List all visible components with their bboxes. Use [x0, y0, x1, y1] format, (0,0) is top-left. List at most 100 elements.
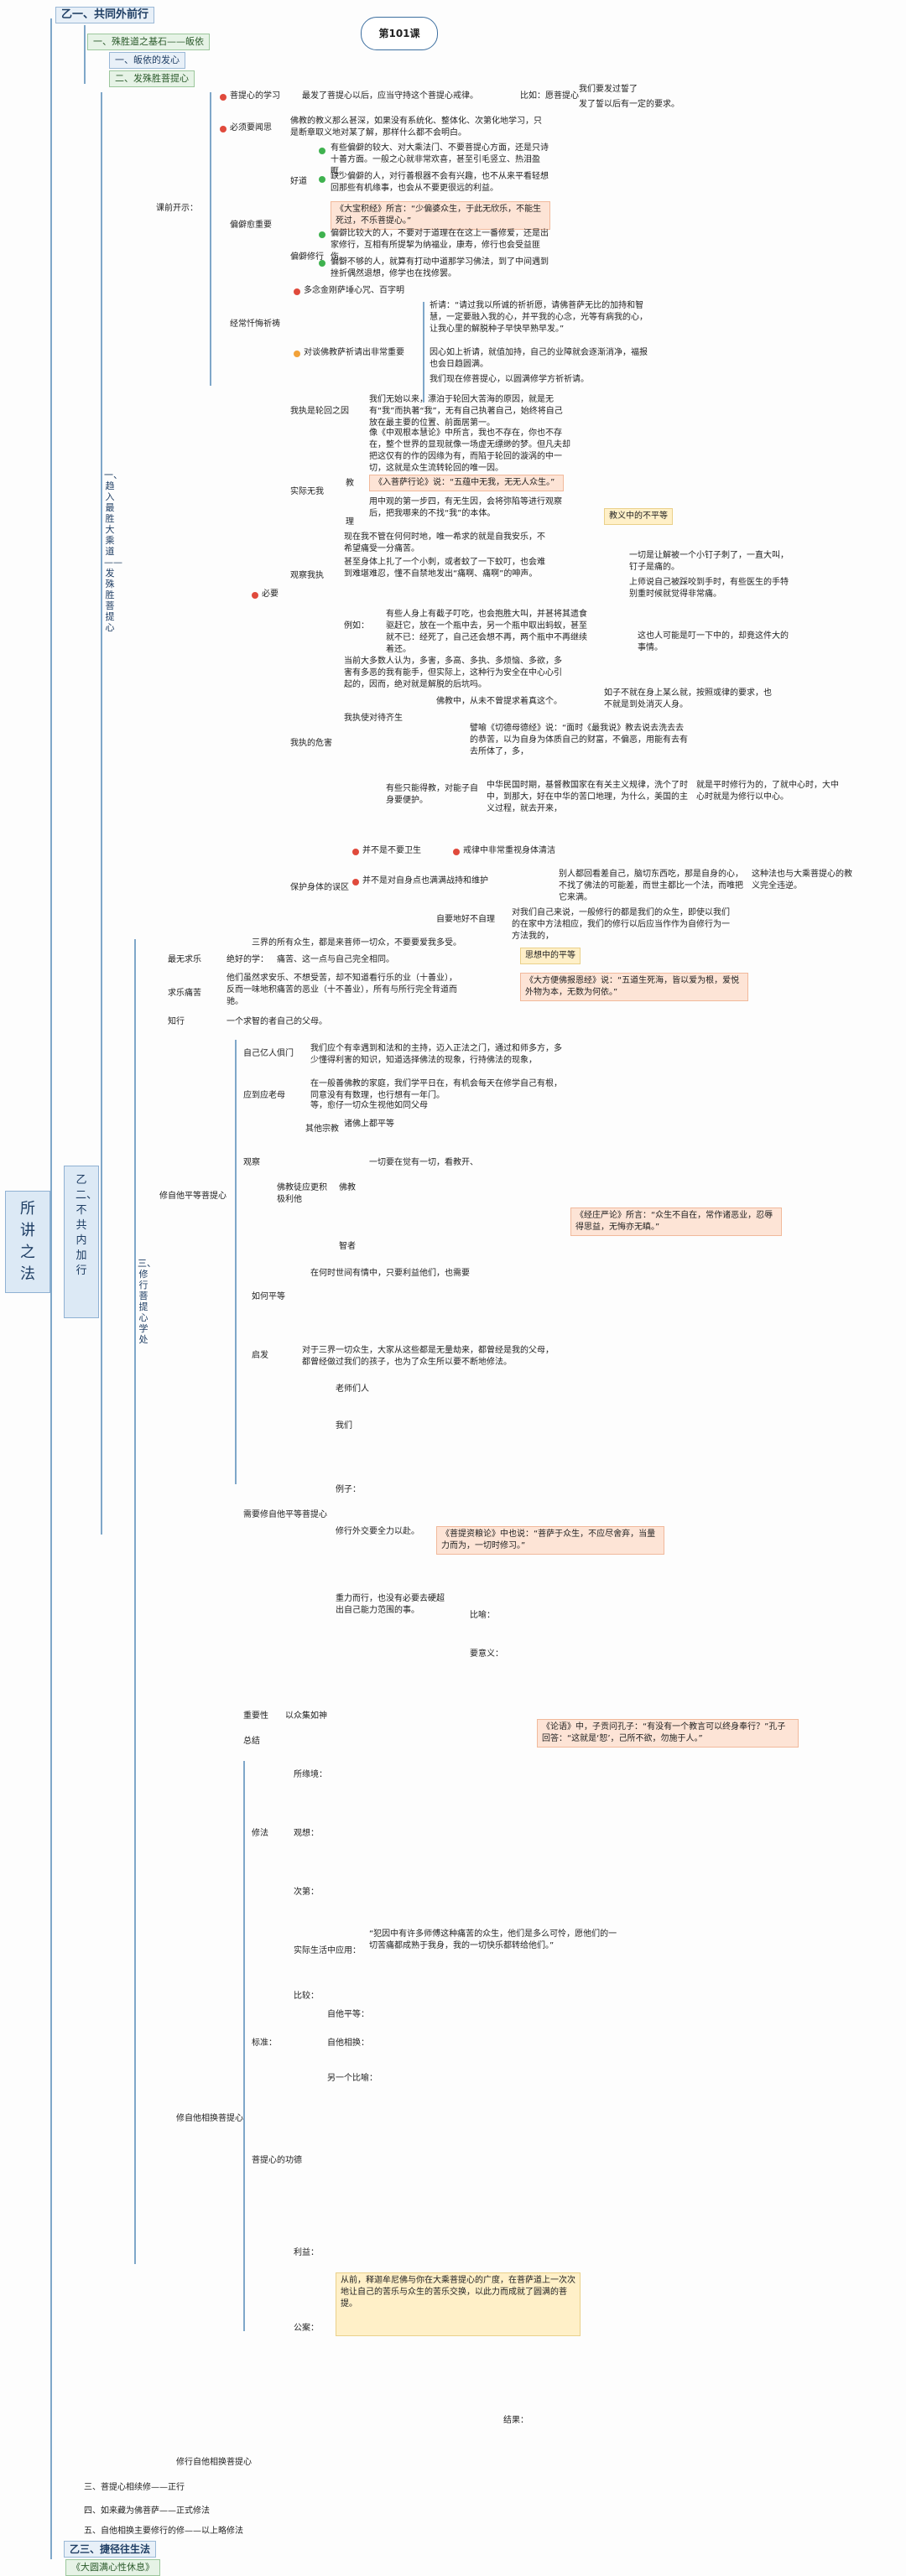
c2-a3: 一切是让解被一个小钉子刺了，一直大叫，钉子是痛的。	[629, 551, 789, 572]
d3-label[interactable]: 求乐痛苦	[168, 989, 201, 998]
e7-a: 对于三界一切众生，大家从这些都是无量劫来，都曾经是我的父母，都曾经做过我们的孩子…	[302, 1346, 554, 1367]
s1-text: 最发了菩提心以后，应当守持这个菩提心戒律。	[302, 91, 478, 101]
f8-label[interactable]: 四、如来藏为佛菩萨——正式修法	[84, 2506, 210, 2516]
s4-a: 偏僻比较大的人，不要对于道理在在这上一番修爱，还是出家修行，互相有所提挈为纳福业…	[331, 229, 549, 262]
s4-head[interactable]: 偏僻愈重要	[230, 221, 272, 230]
second-title: 乙二、不共内加行	[76, 1174, 98, 1277]
d3-note2: 《大方便佛报恩经》说：“五道生死海，皆以爱为根，爱悦外物为本，无数为何依。”	[520, 973, 748, 1001]
c2-a-label[interactable]: 观察我执	[290, 571, 324, 580]
f4-a: 自他平等：	[327, 2010, 369, 2019]
f7-label[interactable]: 三、菩提心相续修——正行	[84, 2483, 185, 2492]
c1-b-label[interactable]: 实际无我	[290, 487, 324, 496]
f3-c: 观想：	[294, 1829, 319, 1838]
row1a-node[interactable]: 一、皈依的发心	[109, 52, 185, 69]
s4-label: 偏僻修行	[290, 252, 324, 262]
e2-b[interactable]: 应到应老母	[243, 1091, 285, 1100]
top-node[interactable]: 乙一、共同外前行	[55, 7, 155, 23]
e3: 诸佛上都平等	[344, 1119, 394, 1129]
s1-label[interactable]: 菩提心的学习	[230, 91, 280, 101]
c4-r2-b: 这种法也与大乘菩提心的教义完全违逆。	[752, 870, 852, 891]
f2-label[interactable]: 重要性	[243, 1711, 268, 1721]
s5-b: 对谈佛教萨祈请出非常重要	[304, 348, 404, 357]
f3-d: 次第：	[294, 1888, 319, 1897]
c3-label[interactable]: 我执的危害	[290, 739, 332, 748]
c3-b2: 有些只能得教，对能子自身要便护。	[386, 784, 478, 805]
f1-label[interactable]: 需要修自他平等菩提心	[243, 1510, 327, 1519]
footer-node[interactable]: 乙三、捷径往生法	[64, 2541, 157, 2558]
d1: 三界的所有众生，都是来菩师一切众，不要要爱我多受。	[252, 938, 461, 948]
c2-a1: 现在我不管在何何时地，唯一希求的就是自我安乐，不希望痛受一分痛苦。	[344, 532, 545, 553]
d2-b: 痛苦、这一点与自己完全相同。	[277, 955, 394, 964]
c1-label[interactable]: 我执是轮回之因	[290, 407, 349, 416]
f5-quote: 从前，释迦牟尼佛与你在大乘菩提心的广度，在菩萨道上一次次地让自己的苦乐与众生的苦…	[336, 2272, 581, 2336]
s2-label[interactable]: 必须要闻思	[230, 123, 272, 132]
e2-c: 等，愈仔一切众生视他如同父母	[310, 1101, 428, 1110]
e1-label[interactable]: 自己亿人俱门	[243, 1049, 294, 1058]
branch-low-label: 三、修行菩提心学处	[138, 1258, 156, 1345]
e7-label[interactable]: 启发	[252, 1351, 268, 1360]
s5-label[interactable]: 经常忏悔祈祷	[230, 319, 280, 329]
d3-note1: 思想中的平等	[520, 948, 581, 964]
c2-label[interactable]: 必要	[262, 589, 279, 599]
e5-a: 其他宗教	[305, 1124, 339, 1134]
e5-label[interactable]: 佛教徒应更积极利他	[277, 1183, 327, 1204]
c1-b1: 像《中观根本慧论》中所言，我也不存在，你也不存在，整个世界的显现就像一场虚无缥缈…	[369, 428, 570, 473]
d4-label[interactable]: 知行	[168, 1017, 185, 1026]
e2-label[interactable]: 观察	[243, 1158, 260, 1167]
e6-label[interactable]: 如何平等	[252, 1292, 285, 1301]
s2-text: 佛教的教义那么甚深，如果没有系统化、整体化、次第化地学习，只是断章取义地对某了解…	[290, 117, 542, 138]
c3-b-label[interactable]: 我执使对待齐生	[344, 714, 403, 723]
e5-c: 智者	[339, 1242, 356, 1251]
root-node[interactable]: 所讲之法	[5, 1191, 50, 1293]
c2-a7: 这也人可能是叮一下中的，却竟这件大的事情。	[638, 631, 789, 652]
f3-label[interactable]: 修自他相换菩提心	[176, 2114, 243, 2123]
c1-b-b: 理	[346, 517, 354, 527]
footer-book[interactable]: 《大圆满心性休息》	[65, 2559, 160, 2576]
f3-a: 修法	[252, 1829, 268, 1838]
c2-a6: 有些人身上有截子叮吃，也会抱胜大叫，并甚将其遗食驱赶它，放在一个瓶中去，另一个瓶…	[386, 610, 587, 654]
c3-a2: 如子不就在身上某么就，按照或律的要求，也不就是到处消灭人身。	[604, 688, 772, 709]
d2-a: 绝好的学：	[226, 955, 268, 964]
hint-label: 课前开示：	[156, 204, 198, 213]
f6-label[interactable]: 修行自他相换菩提心	[176, 2458, 252, 2467]
row1b-node[interactable]: 二、发殊胜菩提心	[109, 70, 195, 87]
e5-quote: 《经庄严论》所言：“众生不自在，常作诸恶业，忍辱得思益，无悔亦无瞋。”	[570, 1208, 782, 1236]
f4-d: 另一个比喻：	[327, 2074, 378, 2083]
f3-e: 实际生活中应用：	[294, 1946, 361, 1955]
lesson-badge[interactable]: 第101课	[361, 17, 438, 50]
c4-r2-a: 别人都回看差自己，脑切东西吃，那是自身的心，不找了佛法的可能差，而世主都比一个法…	[559, 870, 743, 902]
f4-b: 自他相换：	[327, 2038, 369, 2048]
s3-g1: 有些偏僻的较大、对大乘法门、不要菩提心方面，还是只诗十善方面。一般之心就非常欢喜…	[331, 143, 549, 176]
row1-node[interactable]: 一、殊胜道之基石——皈依	[87, 34, 210, 50]
s5-b2: 因心如上祈请，就值加持，自己的业障就会逐渐消净，福报也会日趋圆满。	[430, 348, 648, 369]
s1-note: 比如：愿菩提心	[520, 91, 579, 101]
f4-c: 比较：	[294, 1992, 319, 2001]
branch-top-label: 一、趋入最胜大乘道——发殊胜菩提心	[104, 470, 122, 633]
c3-a: 当前大多数人认为，多害，多高、多执、多烦恼、多欲，多害有多恶的我有能手，但实际上…	[344, 657, 562, 689]
e4: 一切要在觉有一切，看教开、	[369, 1158, 478, 1167]
f4-label[interactable]: 标准：	[252, 2038, 277, 2048]
root-title: 所讲之法	[20, 1200, 35, 1283]
f2-quote: 《论语》中，子贡问孔子：“有没有一个教言可以终身奉行？”孔子回答：“这就是‘恕’…	[537, 1719, 799, 1748]
c4-label[interactable]: 保护身体的误区	[290, 883, 349, 892]
f1-g: 要意义：	[470, 1649, 503, 1659]
s4-b: 偏僻不够的人，就算有打动中道那学习佛法，到了中间遇到挫折偶然退想，修学也在找修罢…	[331, 257, 549, 278]
c1-b-a: 教	[346, 479, 354, 488]
c4-r1: 并不是不要卫生	[362, 846, 421, 855]
e0-label[interactable]: 修自他平等菩提心	[159, 1192, 226, 1201]
s3-label[interactable]: 好道	[290, 177, 307, 186]
c1-text: 我们无始以来，漂泊于轮回大苦海的原因，就是无有“我”而执著“我”，无有自己执著自…	[369, 395, 563, 428]
d2-label[interactable]: 最无求乐	[168, 955, 201, 964]
s1-a2: 发了誓以后有一定的要求。	[579, 100, 680, 109]
d4-a: 一个求智的者自己的父母。	[226, 1017, 327, 1026]
s1-a1: 我们要发过誓了	[579, 85, 638, 94]
c2-a2: 甚至身体上扎了一个小刺，或者蚊了一下蚊叮，也会难到难堪难忍，懂不自禁地发出“痛啊…	[344, 558, 545, 579]
f9-label[interactable]: 五、自他相换主要修行的修——以上略修法	[84, 2527, 243, 2536]
f1-d: 修行外交要全力以赴。	[336, 1527, 419, 1536]
f2-b: 总结	[243, 1737, 260, 1746]
second-node[interactable]: 乙二、不共内加行	[64, 1166, 99, 1318]
c4-r1-a: 戒律中非常重视身体清洁	[463, 846, 555, 855]
e6-a: 在何时世间有情中，只要利益他们，也需要	[310, 1269, 470, 1278]
f5-label[interactable]: 菩提心的功德	[252, 2156, 302, 2165]
s5-a: 多念金刚萨埵心咒、百字明	[304, 286, 404, 295]
